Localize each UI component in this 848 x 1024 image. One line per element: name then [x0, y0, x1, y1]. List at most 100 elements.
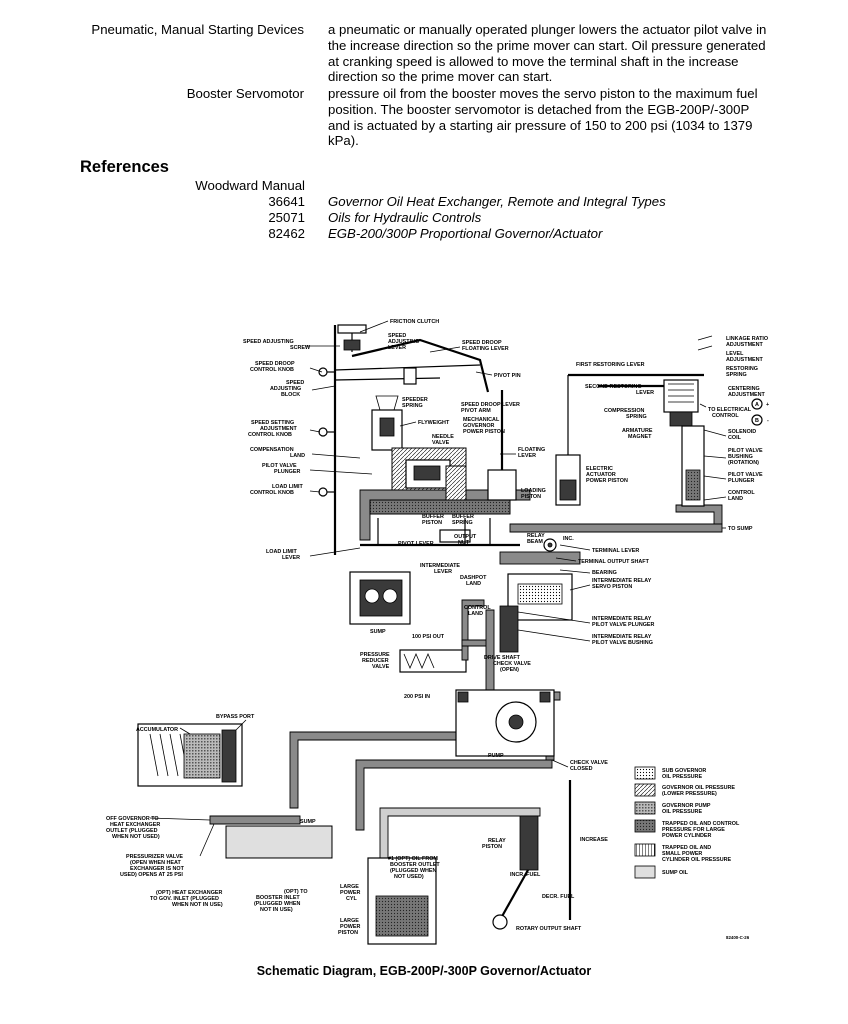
definition-line: direction so the prime mover can start.: [328, 69, 553, 85]
label-opt-heat-exchanger: TO GOV. INLET (PLUGGED: [150, 896, 219, 902]
legend-label: SUB GOVERNOR: [662, 768, 706, 774]
definition-term-booster: Booster Servomotor: [186, 86, 304, 101]
figure-caption: Schematic Diagram, EGB-200P/-300P Govern…: [256, 964, 592, 978]
references-heading: References: [80, 158, 169, 176]
label-to-sump: TO SUMP: [728, 526, 753, 532]
label-speed-droop-floating-lever: FLOATING LEVER: [462, 346, 509, 352]
accumulator: [137, 723, 243, 787]
label-sump-top: SUMP: [370, 629, 386, 635]
label-level-adjustment: LEVEL: [726, 351, 744, 357]
label-speed-droop-control-knob: CONTROL KNOB: [250, 367, 294, 373]
label-electric-actuator-power-piston: POWER PISTON: [586, 478, 628, 484]
label-intermediate-relay-pilot-valve-plunger: INTERMEDIATE RELAY: [592, 616, 652, 622]
label-buffer-piston: BUFFER: [422, 514, 444, 520]
label-relay-beam: RELAY: [527, 533, 545, 539]
definition-body-booster: pressure oil from the booster moves the …: [328, 86, 798, 149]
label-relay-piston: RELAY: [488, 838, 506, 844]
label-pilot-valve-plunger: PLUNGER: [274, 469, 300, 475]
label-restoring-spring: RESTORING: [726, 366, 758, 372]
label-plus: +: [766, 402, 769, 408]
legend-label: SUMP OIL: [662, 870, 689, 876]
label-speed-setting-adjustment-control-knob: ADJUSTMENT: [260, 426, 298, 432]
label-relay-beam: BEAM: [527, 539, 543, 545]
label-pressurizer-valve: USED) OPENS AT 25 PSI: [120, 872, 183, 878]
label-increase: INCREASE: [580, 837, 608, 843]
label-load-limit-control-knob: CONTROL KNOB: [250, 490, 294, 496]
label-pivot-pin: PIVOT PIN: [494, 373, 521, 379]
label-bypass-port: BYPASS PORT: [216, 714, 255, 720]
label-large-power-piston: POWER: [340, 924, 360, 930]
label-mechanical-governor-power-piston: GOVERNOR: [463, 423, 495, 429]
legend-label: GOVERNOR OIL PRESSURE: [662, 785, 735, 791]
label-pressure-reducer-valve: VALVE: [372, 664, 390, 670]
label-opt-oil-from-booster: #1 (OPT) OIL FROM: [388, 856, 438, 862]
label-intermediate-lever: LEVER: [434, 569, 452, 575]
label-minus: -: [767, 418, 769, 424]
label-needle-valve: VALVE: [432, 440, 450, 446]
label-pump: PUMP: [488, 753, 504, 759]
legend-label: CYLINDER OIL PRESSURE: [662, 857, 731, 863]
label-large-power-cyl: POWER: [340, 890, 360, 896]
definition-line: a pneumatic or manually operated plunger…: [328, 22, 767, 37]
label-drive-shaft-check-valve: CHECK VALVE: [493, 661, 531, 667]
references-lead: Woodward Manual: [195, 178, 305, 193]
label-opt-oil-from-booster: BOOSTER OUTLET: [390, 862, 440, 868]
label-check-valve-closed: CLOSED: [570, 766, 593, 772]
label-linkage-ratio-adjustment: ADJUSTMENT: [726, 342, 764, 348]
label-speed-droop-lever-pivot-arm: SPEED DROOP LEVER: [461, 402, 520, 408]
label-speed-adjusting-screw: SPEED ADJUSTING: [243, 339, 294, 345]
label-floating-lever: FLOATING: [518, 447, 545, 453]
reference-number: 36641: [268, 194, 305, 209]
label-off-governor: OFF GOVERNOR TO: [106, 816, 159, 822]
legend-swatch-sump-oil: [634, 865, 656, 879]
label-compression-spring: COMPRESSION: [604, 408, 645, 414]
label-drawing-number: 82400-C-26: [726, 935, 750, 940]
label-speeder-spring: SPEEDER: [402, 397, 428, 403]
label-opt-oil-from-booster: NOT USED): [394, 874, 424, 880]
label-sump-mid: SUMP: [300, 819, 316, 825]
label-opt-heat-exchanger: WHEN NOT IN USE): [172, 902, 223, 908]
label-200-psi-in: 200 PSI IN: [404, 694, 430, 700]
label-second-restoring-lever: SECOND RESTORING: [585, 384, 642, 390]
label-bearing: BEARING: [592, 570, 617, 576]
label-rotary-output-shaft: ROTARY OUTPUT SHAFT: [516, 926, 582, 932]
label-intermediate-relay-pilot-valve-plunger: PILOT VALVE PLUNGER: [592, 622, 655, 628]
label-solenoid-coil: SOLENOID: [728, 429, 756, 435]
label-second-restoring-lever: LEVER: [636, 390, 654, 396]
label-terminal-lever: TERMINAL LEVER: [592, 548, 639, 554]
definition-line: position. The booster servomotor is deta…: [328, 101, 750, 117]
label-drive-shaft-check-valve: (OPEN): [500, 667, 519, 673]
label-check-valve-closed: CHECK VALVE: [570, 760, 608, 766]
label-speed-adjusting-block: BLOCK: [281, 392, 300, 398]
label-level-adjustment: ADJUSTMENT: [726, 357, 764, 363]
label-large-power-cyl: LARGE: [340, 884, 359, 890]
electric-actuator-assembly: [555, 335, 763, 507]
label-loading-piston: LOADING: [521, 488, 546, 494]
label-buffer-spring: BUFFER: [452, 514, 474, 520]
label-linkage-ratio-adjustment: LINKAGE RATIO: [726, 336, 768, 342]
label-opt-booster-inlet: (PLUGGED WHEN: [254, 901, 301, 907]
label-control-land-right: CONTROL: [728, 490, 755, 496]
legend-label: OIL PRESSURE: [662, 809, 702, 815]
label-pressure-reducer-valve: REDUCER: [362, 658, 389, 664]
leader-lines: [149, 320, 727, 857]
reference-number: 82462: [268, 226, 305, 241]
legend-label: PRESSURE FOR LARGE: [662, 827, 725, 833]
label-buffer-spring: SPRING: [452, 520, 473, 526]
relay-assembly: [499, 538, 581, 653]
label-circle-a: A: [755, 402, 759, 408]
label-centering-adjustment: CENTERING: [728, 386, 760, 392]
label-decr-fuel: DECR. FUEL: [542, 894, 575, 900]
label-control-land: CONTROL: [464, 605, 491, 611]
label-centering-adjustment: ADJUSTMENT: [728, 392, 766, 398]
label-off-governor: OUTLET (PLUGGED: [106, 828, 158, 834]
reference-title: Governor Oil Heat Exchanger, Remote and …: [328, 194, 666, 209]
pressure-reducer: [399, 599, 491, 673]
label-armature-magnet: ARMATURE: [622, 428, 653, 434]
label-load-limit-control-knob: LOAD LIMIT: [272, 484, 304, 490]
label-intermediate-relay-servo-piston: INTERMEDIATE RELAY: [592, 578, 652, 584]
label-opt-oil-from-booster: (PLUGGED WHEN: [390, 868, 437, 874]
label-mechanical-governor-power-piston: MECHANICAL: [463, 417, 500, 423]
lower-sump: [225, 780, 572, 945]
definition-line: and is actuated by a starting air pressu…: [328, 117, 753, 133]
